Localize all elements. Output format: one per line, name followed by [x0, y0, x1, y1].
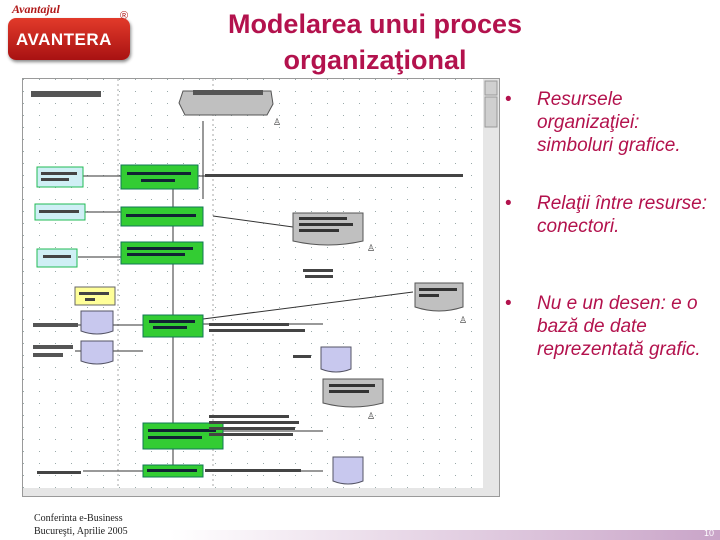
process-box — [120, 164, 199, 190]
registered-mark: ® — [120, 10, 129, 22]
bullet-marker: • — [505, 89, 512, 110]
title-line-1: Modelarea unui proces — [227, 9, 523, 39]
document-shape — [80, 310, 114, 335]
footer: Conferinta e-Business Bucureşti, Aprilie… — [34, 512, 128, 538]
document-shape — [320, 346, 352, 373]
bullet-item-resources: • Resursele organizaţiei: simboluri graf… — [505, 88, 715, 157]
process-diagram-screenshot: ♙ ♙ ♙ ♙ — [22, 78, 500, 497]
page-number: 10 — [703, 528, 714, 538]
bullet-marker: • — [505, 293, 512, 314]
horizontal-scrollbar[interactable] — [23, 488, 483, 496]
bullet-item-database: • Nu e un desen: e o bază de date reprez… — [505, 292, 715, 361]
bullet-text: Resursele organizaţiei: simboluri grafic… — [537, 89, 681, 156]
slide-title: Modelarea unui proces organizaţional — [180, 6, 570, 78]
logo-tagline: Avantajul — [12, 2, 60, 16]
vertical-scrollbar[interactable] — [483, 79, 499, 496]
scrollbar-thumb[interactable] — [484, 96, 498, 128]
footer-gradient-bar — [170, 530, 720, 540]
footer-date: Bucureşti, Aprilie 2005 — [34, 526, 128, 537]
bullet-text: Relaţii între resurse: conectori. — [537, 193, 708, 237]
document-shape — [292, 212, 364, 246]
title-line-2: organizaţional — [283, 45, 467, 75]
actor-icon: ♙ — [367, 411, 375, 421]
bullet-text: Nu e un desen: e o bază de date reprezen… — [537, 293, 701, 360]
bullet-item-relations: • Relaţii între resurse: conectori. — [505, 192, 715, 238]
resource-box — [36, 166, 84, 188]
logo-text: AVANTERA — [16, 30, 112, 49]
process-diagram: ♙ ♙ ♙ ♙ — [23, 79, 499, 496]
actor-icon: ♙ — [367, 243, 375, 253]
avantera-logo: Avantajul AVANTERA ® — [6, 2, 136, 66]
actor-icon: ♙ — [459, 315, 467, 325]
footer-conference: Conferinta e-Business — [34, 513, 123, 524]
note-box — [74, 286, 116, 306]
document-shape — [332, 456, 364, 485]
bullet-marker: • — [505, 193, 512, 214]
document-shape — [178, 90, 274, 116]
actor-icon: ♙ — [273, 117, 281, 127]
logo-box — [8, 18, 130, 60]
document-shape — [80, 340, 114, 365]
